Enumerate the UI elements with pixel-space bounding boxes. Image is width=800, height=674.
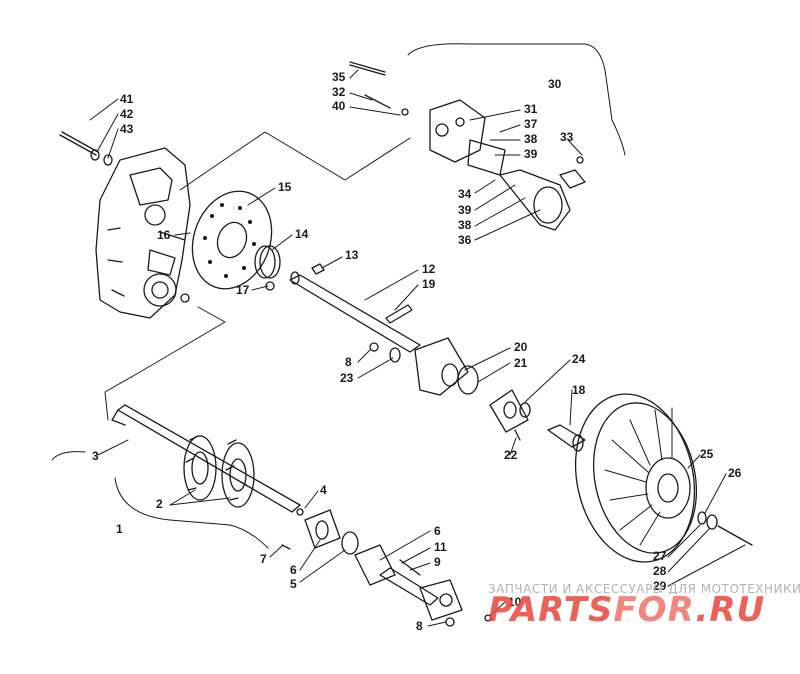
drive-shaft-with-sprockets <box>111 404 304 516</box>
callout-6-left: 6 <box>290 563 297 577</box>
callout-36: 36 <box>458 233 472 247</box>
group-bracket-lines <box>51 43 626 549</box>
bolt-washer-41-43 <box>59 131 113 166</box>
watermark-logo-part2: FOR <box>613 590 696 630</box>
callout-29: 29 <box>653 579 667 593</box>
callout-4: 4 <box>320 483 327 497</box>
callout-43: 43 <box>120 122 134 136</box>
callout-38-lower: 38 <box>458 218 472 232</box>
callout-9: 9 <box>434 555 441 569</box>
callout-19: 19 <box>422 277 436 291</box>
callout-16: 16 <box>157 228 171 242</box>
callout-10: 10 <box>508 595 522 609</box>
callout-40: 40 <box>332 99 346 113</box>
callout-14: 14 <box>295 227 309 241</box>
callout-32: 32 <box>332 85 346 99</box>
callout-34: 34 <box>458 187 472 201</box>
callout-17: 17 <box>236 283 250 297</box>
callout-42: 42 <box>120 107 134 121</box>
bearing-flange-upper <box>414 337 531 441</box>
callout-33: 33 <box>560 130 574 144</box>
callout-31: 31 <box>524 102 538 116</box>
callout-38-upper: 38 <box>524 132 538 146</box>
hub-14 <box>254 245 281 291</box>
callout-22: 22 <box>504 448 518 462</box>
lower-bearing-flange <box>281 509 492 627</box>
callout-35: 35 <box>332 70 346 84</box>
callout-27: 27 <box>653 549 667 563</box>
callout-28: 28 <box>653 564 667 578</box>
upper-shaft <box>289 263 421 363</box>
brake-caliper-assembly <box>349 61 586 231</box>
callout-18: 18 <box>572 383 586 397</box>
callout-39-upper: 39 <box>524 147 538 161</box>
callout-8-lower: 8 <box>416 619 423 633</box>
watermark-caption: ЗАПЧАСТИ И АКСЕССУАРЫ ДЛЯ МОТОТЕХНИКИ <box>488 582 800 596</box>
callout-15: 15 <box>278 180 292 194</box>
callout-11: 11 <box>434 540 447 554</box>
callout-25: 25 <box>700 447 714 461</box>
driven-sheave <box>574 393 753 563</box>
callout-21: 21 <box>514 356 528 370</box>
callout-30: 30 <box>548 77 562 91</box>
callout-5: 5 <box>290 577 297 591</box>
watermark-logo-part3: .RU <box>695 590 766 630</box>
callout-24: 24 <box>572 352 586 366</box>
spacer-18 <box>547 424 586 452</box>
callout-39-lower: 39 <box>458 203 472 217</box>
callout-1: 1 <box>116 522 123 536</box>
callout-8-upper: 8 <box>345 355 352 369</box>
callout-3: 3 <box>92 449 99 463</box>
callout-37: 37 <box>524 117 538 131</box>
brake-disc <box>159 190 273 290</box>
callout-23: 23 <box>340 371 354 385</box>
callout-6-right: 6 <box>434 524 441 538</box>
callout-13: 13 <box>345 248 359 262</box>
watermark-logo: PARTSFOR.RU <box>488 590 765 630</box>
callout-12: 12 <box>422 262 436 276</box>
chaincase-housing <box>95 147 191 319</box>
leader-lines <box>89 69 746 627</box>
callout-7: 7 <box>260 552 267 566</box>
callout-2: 2 <box>156 497 163 511</box>
callout-41: 41 <box>120 92 134 106</box>
watermark-logo-part1: PARTS <box>488 590 614 630</box>
callout-20: 20 <box>514 340 528 354</box>
callout-26: 26 <box>728 466 742 480</box>
